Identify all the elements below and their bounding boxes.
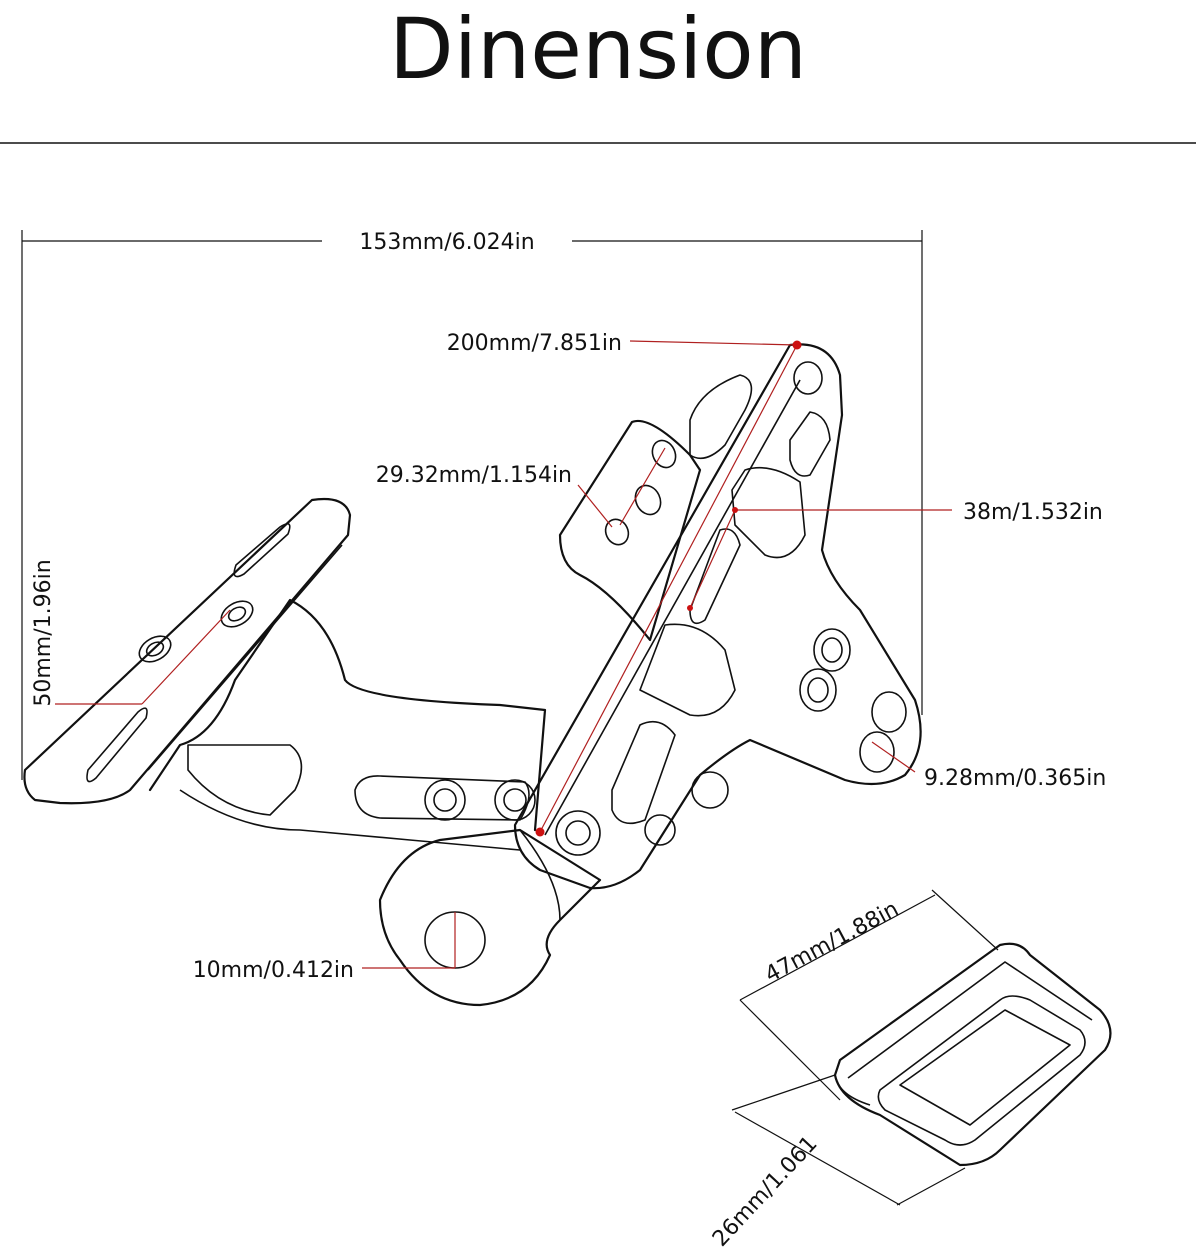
diagram-title: Dinension	[389, 0, 807, 98]
arm-length-label: 200mm/7.851in	[447, 331, 622, 356]
clamp-hole-dimension	[362, 912, 456, 969]
license-plate-bracket	[23, 343, 922, 1007]
pad-length-dimension	[739, 889, 999, 1101]
hole-spacing-dimension	[577, 447, 666, 528]
plate-height-label: 50mm/1.96in	[31, 559, 56, 706]
hole-diameter-dimension	[871, 741, 916, 773]
slot-spacing-label: 38m/1.532in	[963, 500, 1103, 525]
pad-width-dimension	[731, 1074, 966, 1206]
hole-spacing-label: 29.32mm/1.154in	[376, 463, 572, 488]
plate-height-dimension	[55, 609, 231, 705]
hole-diameter-label: 9.28mm/0.365in	[924, 766, 1106, 791]
rubber-pad	[833, 942, 1112, 1167]
slot-spacing-dimension	[687, 507, 952, 611]
pad-width-label: 26mm/1.061	[708, 1131, 823, 1251]
arm-length-dimension	[535, 340, 802, 837]
pad-length-label: 47mm/1.88in	[761, 897, 903, 988]
overall-width-dimension	[21, 230, 923, 780]
overall-width-label: 153mm/6.024in	[359, 230, 534, 255]
clamp-hole-label: 10mm/0.412in	[193, 958, 354, 983]
